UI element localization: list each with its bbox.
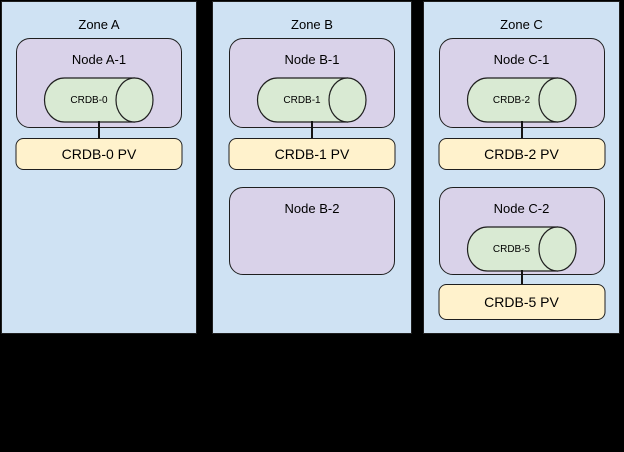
node-b-2: Node B-2 [229, 187, 395, 275]
database-cylinder-icon [256, 77, 367, 123]
node-c-1: Node C-1 CRDB-2 [438, 38, 605, 128]
crdb-5-pv-box: CRDB-5 PV [438, 284, 605, 320]
node-c-2: Node C-2 CRDB-5 [438, 187, 605, 275]
node-a-1-title: Node A-1 [71, 52, 127, 67]
node-a-1: Node A-1 CRDB-0 [16, 38, 182, 128]
crdb-2-pv-box: CRDB-2 PV [438, 138, 605, 170]
database-cylinder-icon [466, 226, 577, 272]
zone-c-title: Zone C [500, 17, 543, 32]
zone-b: Zone B Node B-1 CRDB-1 CRDB-1 PV Node B-… [212, 1, 412, 334]
crdb-1-pv-label: CRDB-1 PV [274, 146, 350, 162]
zone-a-title: Zone A [78, 17, 120, 32]
crdb-1-cylinder: CRDB-1 [256, 77, 368, 123]
crdb-2-cylinder: CRDB-2 [466, 77, 577, 123]
node-a-1-pv-connector [98, 121, 100, 139]
crdb-0-pv-label: CRDB-0 PV [61, 146, 137, 162]
crdb-1-label: CRDB-1 [283, 94, 321, 106]
node-b-1: Node B-1 CRDB-1 [229, 38, 395, 128]
zone-c: Zone C Node C-1 CRDB-2 CRDB-2 PV Node C-… [423, 1, 620, 334]
crdb-0-pv-box: CRDB-0 PV [15, 138, 183, 170]
crdb-2-pv-label: CRDB-2 PV [484, 146, 559, 162]
crdb-5-cylinder: CRDB-5 [466, 226, 577, 272]
database-cylinder-icon [43, 77, 154, 123]
node-c-1-title: Node C-1 [493, 52, 550, 67]
node-b-1-title: Node B-1 [284, 52, 340, 67]
node-c-1-pv-connector [520, 121, 523, 139]
zone-a: Zone A Node A-1 CRDB-0 CRDB-0 PV [1, 1, 197, 334]
crdb-5-label: CRDB-5 [492, 243, 531, 255]
crdb-1-pv-box: CRDB-1 PV [228, 138, 396, 170]
node-b-1-pv-connector [311, 121, 313, 139]
database-cylinder-icon [466, 77, 577, 123]
zone-b-title: Zone B [291, 17, 333, 32]
crdb-0-label: CRDB-0 [70, 94, 108, 106]
crdb-0-cylinder: CRDB-0 [43, 77, 155, 123]
crdb-2-label: CRDB-2 [492, 94, 531, 106]
node-c-2-pv-connector [520, 270, 523, 286]
crdb-5-pv-label: CRDB-5 PV [484, 294, 559, 310]
node-b-2-title: Node B-2 [284, 201, 340, 216]
node-c-2-title: Node C-2 [493, 201, 550, 216]
